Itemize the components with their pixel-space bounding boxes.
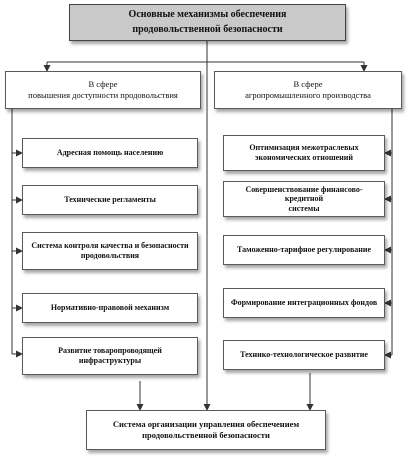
diagram-title-box: Основные механизмы обеспечения продоволь… (69, 4, 346, 41)
left-sphere-line-2: повышения доступности продовольствия (28, 90, 178, 100)
left-item-1: Адресная помощь населению (22, 138, 198, 168)
right-sphere-box: В сфере агропромышленного производства (214, 71, 402, 109)
left-item-4: Нормативно-правовой механизм (22, 293, 198, 323)
left-item-5: Развитие товаропроводящей инфраструктуры (22, 337, 198, 375)
right-sphere-line-2: агропромышленного производства (245, 90, 371, 100)
right-sphere-line-1: В сфере (293, 78, 323, 89)
left-item-2: Технические регламенты (22, 185, 198, 215)
right-item-2: Совершенствование финансово-кредитной си… (223, 181, 385, 217)
bottom-line-1: Система организации управления обеспечен… (112, 418, 300, 429)
title-line-1: Основные механизмы обеспечения (128, 9, 287, 20)
right-item-5: Технико-технологическое развитие (223, 340, 385, 370)
left-item-3: Система контроля качества и безопасности… (22, 232, 198, 270)
right-item-1: Оптимизация межотраслевых экономических … (223, 135, 385, 171)
title-line-2: продовольственной безопасности (132, 23, 283, 35)
left-sphere-box: В сфере повышения доступности продовольс… (5, 71, 201, 109)
bottom-line-2: продовольственной безопасности (142, 430, 270, 440)
bottom-management-box: Система организации управления обеспечен… (86, 410, 326, 450)
right-item-3: Таможенно-тарифное регулирование (223, 235, 385, 265)
left-sphere-line-1: В сфере (88, 78, 118, 89)
right-item-4: Формирование интеграционных фондов (223, 288, 385, 318)
